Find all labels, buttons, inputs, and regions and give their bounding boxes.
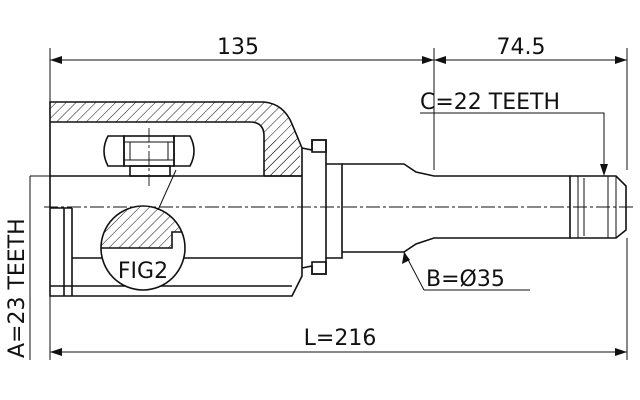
dimension-135-label: 135: [217, 35, 259, 60]
inner-spline-callout: C=22 TEETH: [420, 90, 608, 176]
dimension-overall-label: L=216: [304, 326, 377, 351]
outer-spline-label: A=23 TEETH: [5, 218, 30, 358]
outer-spline-callout: A=23 TEETH: [5, 175, 176, 360]
shaft-diameter-label: B=Ø35: [426, 267, 505, 292]
inner-spline-label: C=22 TEETH: [420, 90, 560, 115]
dimension-135: 135: [49, 35, 435, 170]
fig2-detail: FIG2: [100, 169, 186, 291]
shaft-diameter-callout: B=Ø35: [402, 251, 530, 292]
dimension-overall: L=216: [49, 238, 628, 360]
fig2-label: FIG2: [118, 259, 168, 284]
inner-ball-cage: [103, 128, 195, 186]
drive-shaft: [342, 163, 627, 253]
boot-collar: [301, 139, 343, 275]
dimension-74-5-label: 74.5: [497, 35, 546, 60]
dimension-74-5: 74.5: [434, 35, 628, 170]
